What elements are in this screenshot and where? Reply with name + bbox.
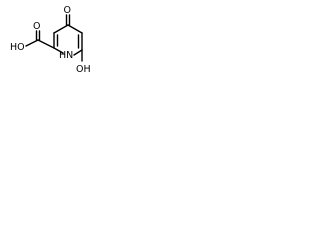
bond-n1-c6	[73, 49, 83, 56]
bond-c2-cooh	[37, 39, 55, 49]
keto-oxygen-label: O	[64, 5, 71, 16]
bond-c4-c3	[53, 24, 69, 34]
molecule-structure: O O HO HN OH	[10, 5, 91, 75]
ring-nitrogen-label: HN	[59, 50, 73, 61]
carboxyl-oxygen-label: O	[33, 21, 40, 32]
ring-hydroxyl-label: OH	[76, 64, 91, 75]
bond-c5-c4	[67, 24, 83, 34]
bond-cooh-oh	[25, 39, 39, 47]
carboxyl-hydroxyl-label: HO	[10, 42, 25, 53]
bond-c2-n1	[53, 47, 64, 54]
bond-group	[25, 14, 83, 62]
